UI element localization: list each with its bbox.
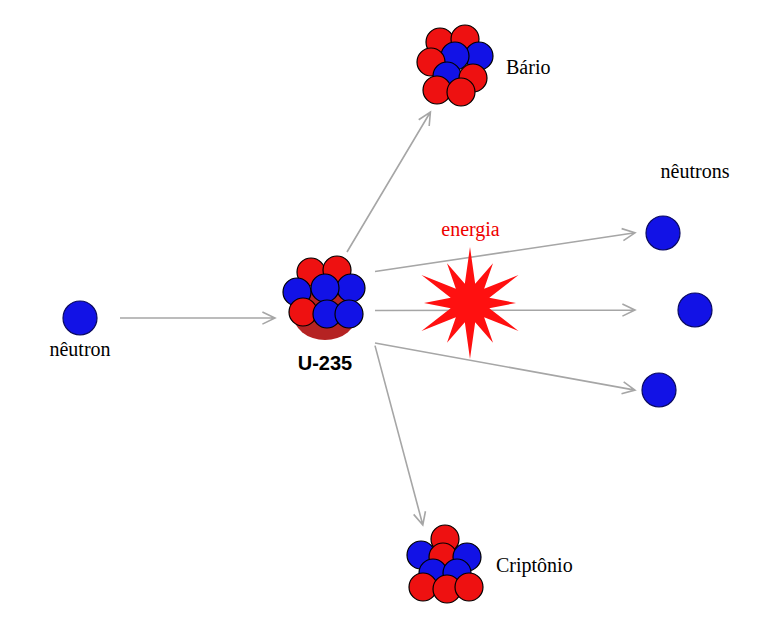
arrow-connector bbox=[375, 346, 425, 525]
neutron-sphere bbox=[337, 274, 365, 302]
fission-part: Criptônio bbox=[400, 525, 590, 605]
fission-part: nêutrons bbox=[635, 160, 755, 420]
neutron-sphere bbox=[646, 216, 680, 250]
part-figure bbox=[408, 241, 533, 361]
arrow-connector bbox=[375, 229, 635, 272]
arrow-connector bbox=[120, 312, 275, 324]
part-figure bbox=[275, 252, 375, 352]
part-figure bbox=[635, 183, 755, 420]
fission-part: Bário bbox=[410, 22, 580, 112]
element-label: Criptônio bbox=[496, 554, 573, 577]
nucleus-figure bbox=[283, 256, 365, 340]
fission-part: nêutron bbox=[40, 298, 120, 373]
energy-label: energia bbox=[441, 218, 500, 241]
part-figure bbox=[60, 298, 100, 338]
arrow-connector bbox=[375, 343, 635, 394]
energy-burst bbox=[422, 247, 519, 359]
proton-sphere bbox=[447, 78, 475, 106]
part-figure bbox=[410, 22, 500, 112]
arrow-connector bbox=[375, 304, 635, 316]
arrow-connector bbox=[347, 112, 430, 252]
neutron-sphere bbox=[63, 301, 97, 335]
nucleus-figure bbox=[407, 525, 483, 603]
neutron-sphere bbox=[678, 293, 712, 327]
nucleus-figure bbox=[417, 25, 493, 106]
fission-part: energia bbox=[408, 218, 533, 363]
neutron-sphere bbox=[335, 300, 363, 328]
neutron-sphere bbox=[642, 373, 676, 407]
part-figure bbox=[400, 525, 490, 605]
neutron-sphere bbox=[311, 274, 339, 302]
neutron-label: nêutron bbox=[49, 338, 110, 361]
neutrons-label: nêutrons bbox=[661, 160, 730, 183]
fission-part: U-235 bbox=[275, 252, 375, 382]
nucleus-label: U-235 bbox=[298, 352, 352, 375]
proton-sphere bbox=[455, 573, 483, 601]
element-label: Bário bbox=[506, 56, 550, 79]
